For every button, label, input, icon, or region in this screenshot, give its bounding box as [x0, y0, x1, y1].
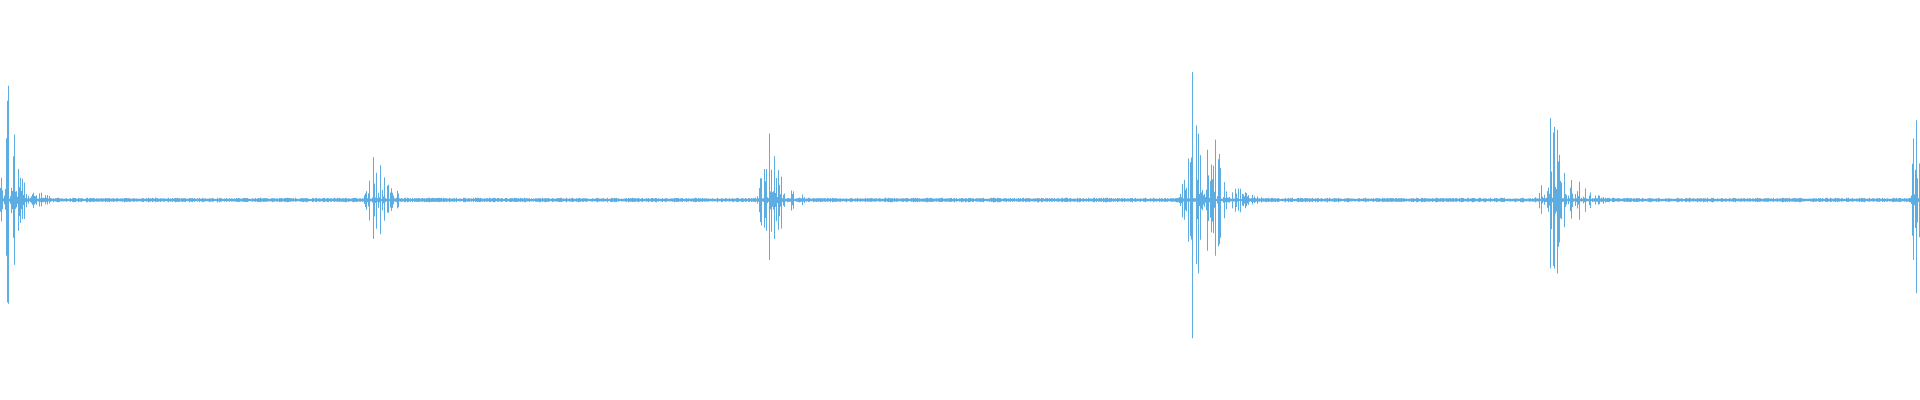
- waveform-samples: [0, 72, 1920, 339]
- waveform-path: [0, 72, 1920, 339]
